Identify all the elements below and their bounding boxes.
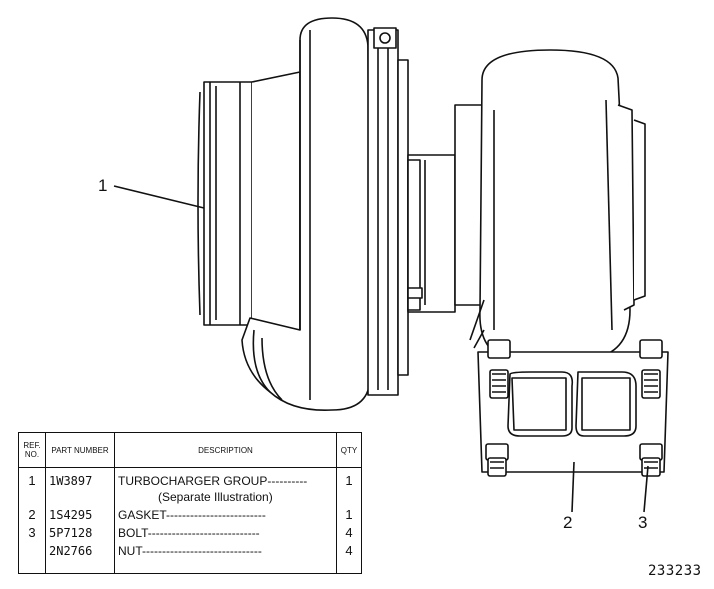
leader-lines bbox=[113, 185, 649, 513]
center-housing bbox=[397, 59, 456, 376]
row-part-number: 1W3897 bbox=[45, 467, 115, 506]
row-part-number: 5P7128 bbox=[45, 524, 115, 542]
row-part-number: 2N2766 bbox=[45, 542, 115, 574]
parts-table-header: REF. NO. PART NUMBER DESCRIPTION QTY bbox=[18, 432, 362, 468]
row-part-number: 1S4295 bbox=[45, 506, 115, 524]
turbine-housing bbox=[454, 49, 646, 361]
row-description: NUT------------------------------ bbox=[114, 542, 337, 574]
compressor-inlet bbox=[197, 71, 301, 336]
row-qty: 4 bbox=[336, 524, 362, 542]
row-ref bbox=[18, 542, 46, 574]
v-band-clamp bbox=[367, 27, 399, 396]
header-description: DESCRIPTION bbox=[114, 432, 337, 468]
callout-3: 3 bbox=[638, 513, 648, 532]
callout-2: 2 bbox=[563, 513, 573, 532]
row-description-text: TURBOCHARGER GROUP---------- bbox=[118, 474, 308, 488]
row-description: TURBOCHARGER GROUP---------- (Separate I… bbox=[114, 467, 337, 506]
table-row: 1 1W3897 TURBOCHARGER GROUP---------- (S… bbox=[18, 467, 362, 506]
compressor-housing bbox=[241, 17, 371, 411]
parts-list-table: REF. NO. PART NUMBER DESCRIPTION QTY 1 1… bbox=[18, 432, 362, 574]
row-ref: 1 bbox=[18, 467, 46, 506]
row-description-note: (Separate Illustration) bbox=[158, 490, 273, 504]
row-qty: 1 bbox=[336, 506, 362, 524]
row-qty: 4 bbox=[336, 542, 362, 574]
callout-1: 1 bbox=[98, 176, 108, 195]
table-row: 3 5P7128 BOLT---------------------------… bbox=[18, 524, 362, 542]
turbine-flange bbox=[477, 339, 669, 477]
row-qty: 1 bbox=[336, 467, 362, 506]
row-description: GASKET------------------------- bbox=[114, 506, 337, 524]
header-part-number: PART NUMBER bbox=[45, 432, 115, 468]
row-ref: 3 bbox=[18, 524, 46, 542]
row-ref: 2 bbox=[18, 506, 46, 524]
row-description: BOLT---------------------------- bbox=[114, 524, 337, 542]
table-row: 2N2766 NUT------------------------------… bbox=[18, 542, 362, 574]
figure-number: 233233 bbox=[648, 563, 702, 579]
header-qty: QTY bbox=[336, 432, 362, 468]
table-row: 2 1S4295 GASKET-------------------------… bbox=[18, 506, 362, 524]
header-ref-no: REF. NO. bbox=[18, 432, 46, 468]
